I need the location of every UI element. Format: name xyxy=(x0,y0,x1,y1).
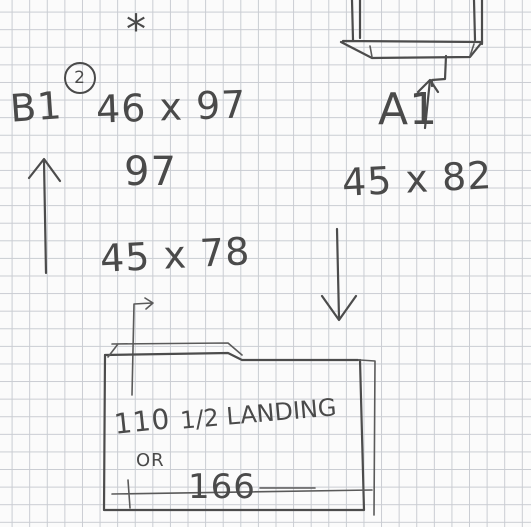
circled-number-two: 2 xyxy=(64,62,96,94)
circled-number-text: 2 xyxy=(74,68,86,88)
left-top-dimension: 46 x 97 xyxy=(95,82,248,132)
asterisk-mark: * xyxy=(126,7,147,53)
entry-arrow xyxy=(131,297,154,396)
box-length: 166 xyxy=(188,467,256,507)
left-mid-number: 97 xyxy=(124,149,177,195)
box-width: 110 xyxy=(112,402,172,441)
a1-up-arrow xyxy=(416,78,440,130)
right-down-arrow xyxy=(320,227,358,322)
label-a1: A1 xyxy=(378,84,439,135)
box-note: OR xyxy=(136,450,165,471)
right-dimension: 45 x 82 xyxy=(340,153,494,205)
landing-box xyxy=(102,342,376,516)
left-bottom-dimension: 45 x 78 xyxy=(98,229,252,281)
left-up-arrow xyxy=(27,157,62,275)
label-b1: B1 xyxy=(8,83,64,131)
upper-right-structure xyxy=(339,0,484,88)
